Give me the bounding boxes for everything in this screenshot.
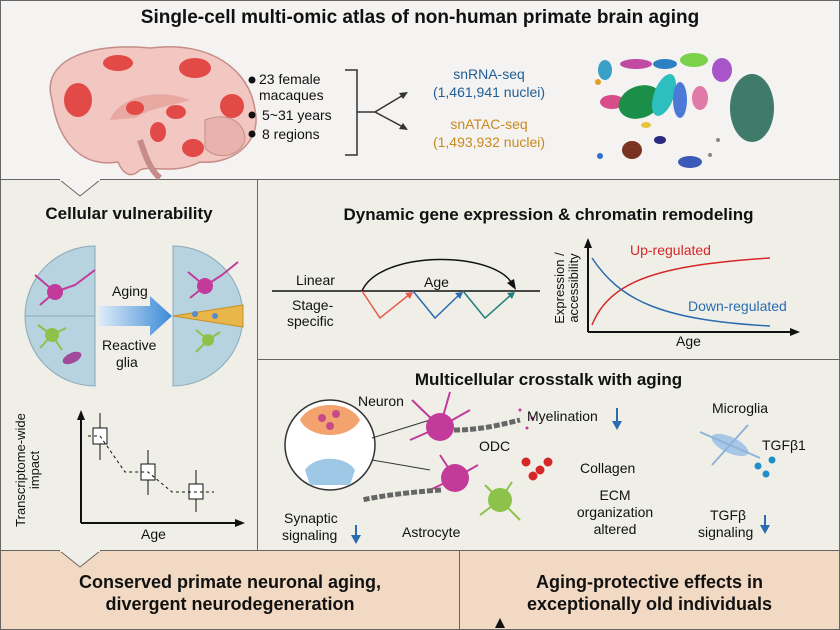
vulnerability-title: Cellular vulnerability [45,204,213,223]
odc-label: ODC [479,438,511,454]
footer-right-title-1: Aging-protective effects in [535,572,764,592]
atac-nuclei: (1,493,932 nuclei) [432,134,546,150]
crosstalk-title: Multicellular crosstalk with aging [414,370,683,389]
ecm-label-3: altered [593,521,637,537]
impact-ylabel-line1: Transcriptome-wide [13,413,28,527]
header-pointer [58,179,102,197]
neuron-label: Neuron [358,393,404,409]
impact-plot [77,410,245,527]
impact-ylabel-line2: impact [27,450,42,490]
vulnerability-pointer [58,550,102,568]
up-regulated-label: Up-regulated [630,242,711,258]
glia-label: glia [116,354,138,370]
footer-right-panel [459,550,840,630]
stage-label-2: specific [287,313,334,329]
ecm-label-1: ECM [599,487,631,503]
aging-label: Aging [112,283,148,299]
regulation-ylabel-line1: Expression / [552,252,567,324]
rna-nuclei: (1,461,941 nuclei) [432,84,546,100]
impact-xlabel: Age [141,526,166,542]
tgfb-signaling-label-1: TGFβ [710,507,747,523]
reactive-label: Reactive [102,337,157,353]
crosstalk-illustration [284,391,776,544]
collagen-label: Collagen [580,460,636,476]
microglia-label: Microglia [712,400,769,416]
synaptic-label-2: signaling [282,527,338,543]
down-regulated-label: Down-regulated [688,298,787,314]
dynamics-title: Dynamic gene expression & chromatin remo… [343,205,754,224]
astrocyte-label: Astrocyte [402,524,461,540]
linear-label: Linear [296,272,335,288]
myelination-label: Myelination [527,408,598,424]
page-title: Single-cell multi-omic atlas of non-huma… [140,7,700,28]
umap-clusters [595,53,774,168]
regulation-curves [584,238,800,336]
tgfb1-label: TGFβ1 [762,437,806,453]
rna-label: snRNA-seq [453,66,525,82]
impact-ylabel: Transcriptome-wide impact [13,413,42,527]
regulation-ylabel: Expression / accessibility [552,252,581,324]
regulation-xlabel: Age [676,333,701,349]
cohort-regions: 8 regions [262,126,320,142]
footer-left-title-1: Conserved primate neuronal aging, [78,572,382,592]
cohort-age-range: 5~31 years [262,107,332,123]
stage-label-1: Stage- [292,297,334,313]
footer-left-title-2: divergent neurodegeneration [105,594,355,614]
trajectory-age-label: Age [424,274,449,290]
synaptic-label-1: Synaptic [284,510,338,526]
tgfb-signaling-label-2: signaling [698,524,754,540]
footer-right-title-2: exceptionally old individuals [526,594,773,614]
vulnerability-illustration [24,245,244,387]
ecm-label-2: organization [576,504,654,520]
trajectory-diagram [272,258,540,320]
brain-illustration [49,46,257,181]
atac-label: snATAC-seq [450,116,528,132]
regulation-ylabel-line2: accessibility [566,253,581,323]
cohort-macaques: 23 female macaques [259,71,324,103]
